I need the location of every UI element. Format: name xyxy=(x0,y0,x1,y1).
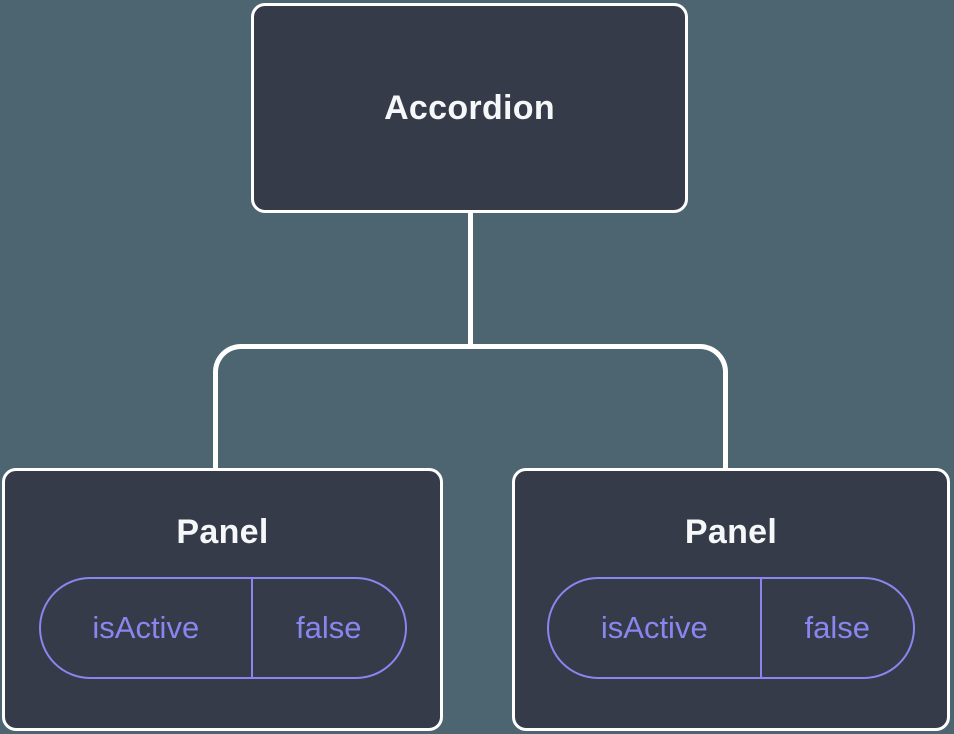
state-pill-left: isActive false xyxy=(38,577,407,679)
tree-node-panel-right: Panel isActive false xyxy=(512,468,950,731)
connector-branch-bracket xyxy=(213,344,728,470)
state-name-right: isActive xyxy=(549,579,762,677)
accordion-node-label: Accordion xyxy=(384,89,555,127)
panel-left-label: Panel xyxy=(176,513,269,551)
tree-node-accordion: Accordion xyxy=(251,3,688,213)
state-value-left: false xyxy=(296,610,362,645)
connector-stem-line xyxy=(468,210,473,346)
state-pill-right: isActive false xyxy=(547,577,915,679)
state-name-left: isActive xyxy=(41,579,254,677)
state-value-right: false xyxy=(804,610,871,645)
panel-right-label: Panel xyxy=(684,513,778,551)
tree-node-panel-left: Panel isActive false xyxy=(2,468,443,731)
